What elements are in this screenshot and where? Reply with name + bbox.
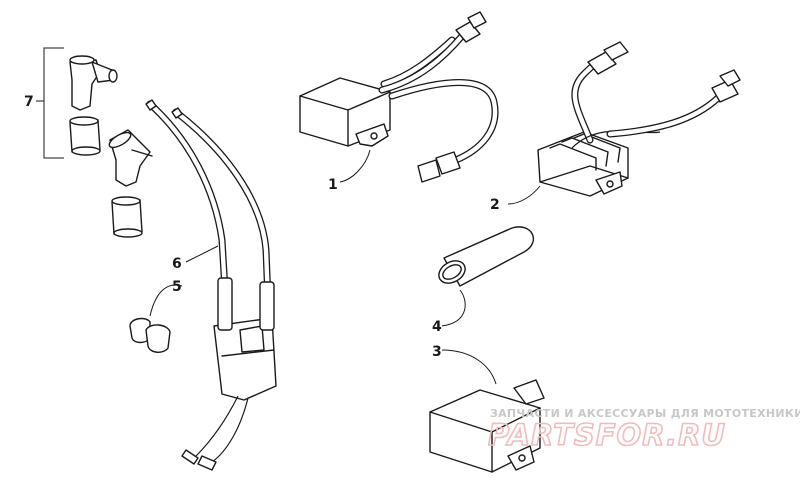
callout-1: 1 — [328, 177, 338, 193]
callout-4: 4 — [432, 319, 442, 335]
callout-3: 3 — [432, 344, 442, 360]
callout-5: 5 — [172, 279, 182, 295]
watermark-logo: PARTSFOR.RU — [488, 418, 726, 452]
part-6-ignition-coil — [145, 99, 277, 471]
part-1-cdi-box — [299, 11, 499, 183]
part-3-module — [429, 349, 545, 473]
watermark-tagline: ЗАПЧАСТИ И АКСЕССУАРЫ ДЛЯ МОТОТЕХНИКИ — [490, 407, 800, 420]
part-7-plug-caps — [36, 47, 153, 238]
callout-2: 2 — [490, 197, 500, 213]
callout-7: 7 — [24, 94, 34, 110]
part-4-tube — [438, 226, 535, 327]
part-5-clip — [129, 284, 183, 353]
part-2-regulator — [507, 41, 741, 205]
callout-6: 6 — [172, 256, 182, 272]
